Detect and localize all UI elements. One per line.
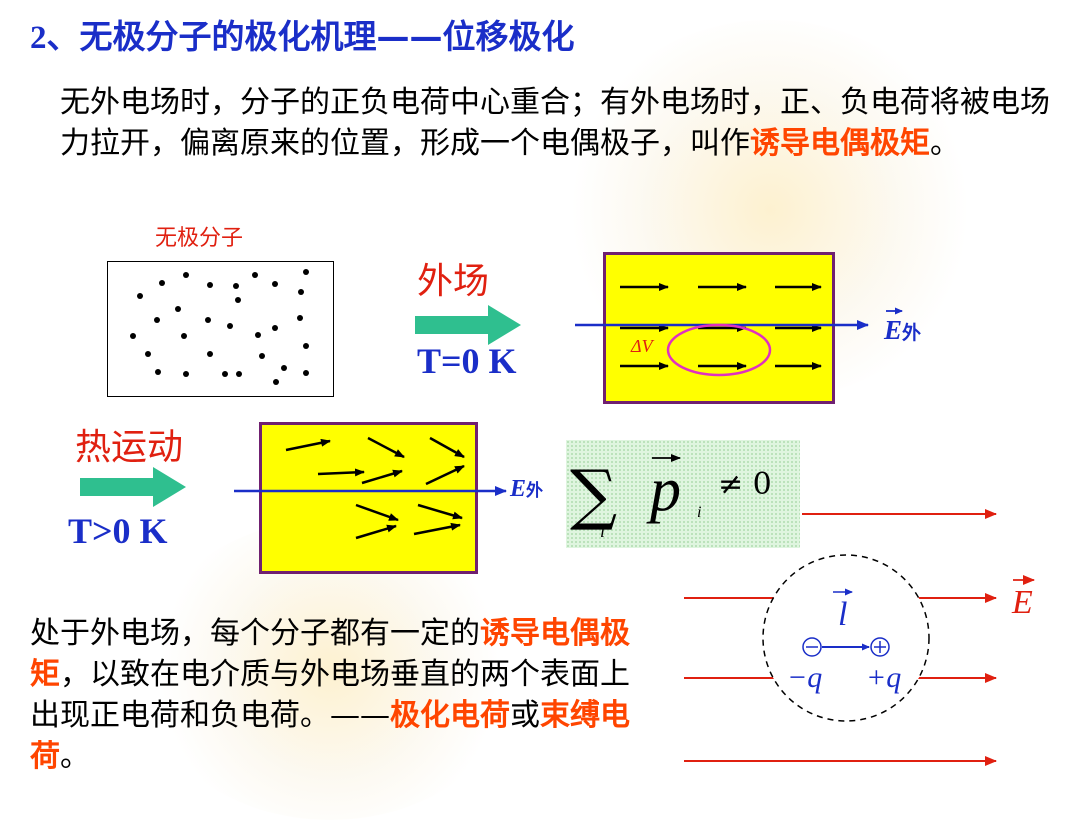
sum-symbol: ∑ xyxy=(570,456,617,533)
sum-sub: i xyxy=(697,504,701,521)
volume-ellipse xyxy=(666,323,772,377)
thermal-dipoles-box xyxy=(259,422,478,574)
e-ext-label-1: E外 xyxy=(883,315,921,345)
positive-charge-icon xyxy=(870,637,890,657)
sum-p: p xyxy=(646,456,681,524)
aligned-dipole-arrows xyxy=(620,283,822,370)
green-arrow-icon xyxy=(415,305,521,345)
sum-index: i xyxy=(600,521,605,541)
sum-dipole-box xyxy=(566,440,800,548)
conclusion-text-2: ，以致在电介质与外电场垂直的两个表面上出现正电荷和负电荷。—— xyxy=(30,657,630,733)
t-zero-label: T=0 K xyxy=(417,341,517,381)
intro-end: 。 xyxy=(930,126,960,161)
delta-v-label: ΔV xyxy=(630,336,655,356)
dipole-pos-label: +q xyxy=(866,661,901,694)
thermal-motion-label: 热运动 xyxy=(75,427,184,468)
slide-title: 2、无极分子的极化机理——位移极化 xyxy=(30,10,575,58)
conclusion-paragraph: 处于外电场，每个分子都有一定的诱导电偶极矩，以致在电介质与外电场垂直的两个表面上… xyxy=(30,613,650,777)
title-text: 无极分子的极化机理——位移极化 xyxy=(79,17,575,56)
green-arrow-2-icon xyxy=(80,467,186,507)
negative-charge-icon xyxy=(802,637,822,657)
field-e-label: E xyxy=(1011,584,1033,621)
thermal-dipole-arrows xyxy=(285,436,465,540)
intro-text: 无外电场时，分子的正负电荷中心重合；有外电场时，正、负电荷将被电场力拉开，偏离原… xyxy=(60,85,1050,161)
conclusion-text-4: 。 xyxy=(60,739,90,774)
dipole-circle xyxy=(762,554,930,722)
conclusion-text-3: 或 xyxy=(510,698,540,733)
conclusion-highlight-2: 极化电荷 xyxy=(390,698,510,733)
nonpolar-molecules-box xyxy=(107,261,334,397)
t-positive-label: T>0 K xyxy=(68,511,168,551)
intro-paragraph: 无外电场时，分子的正负电荷中心重合；有外电场时，正、负电荷将被电场力拉开，偏离原… xyxy=(60,82,1050,164)
sum-rhs: ≠ 0 xyxy=(718,467,772,502)
conclusion-highlight-3: 束缚电荷 xyxy=(30,698,630,774)
molecule-dots xyxy=(130,269,309,385)
external-field-label: 外场 xyxy=(417,261,490,302)
e-ext-label-2: E外 xyxy=(509,476,543,502)
conclusion-highlight-1: 诱导电偶极矩 xyxy=(30,616,630,692)
nonpolar-label: 无极分子 xyxy=(155,226,244,251)
conclusion-text-1: 处于外电场，每个分子都有一定的 xyxy=(30,616,480,651)
title-number: 2、 xyxy=(30,20,80,56)
dipole-l-label: l xyxy=(838,596,847,633)
intro-highlight: 诱导电偶极矩 xyxy=(750,126,930,161)
dipole-neg-label: −q xyxy=(787,661,822,694)
